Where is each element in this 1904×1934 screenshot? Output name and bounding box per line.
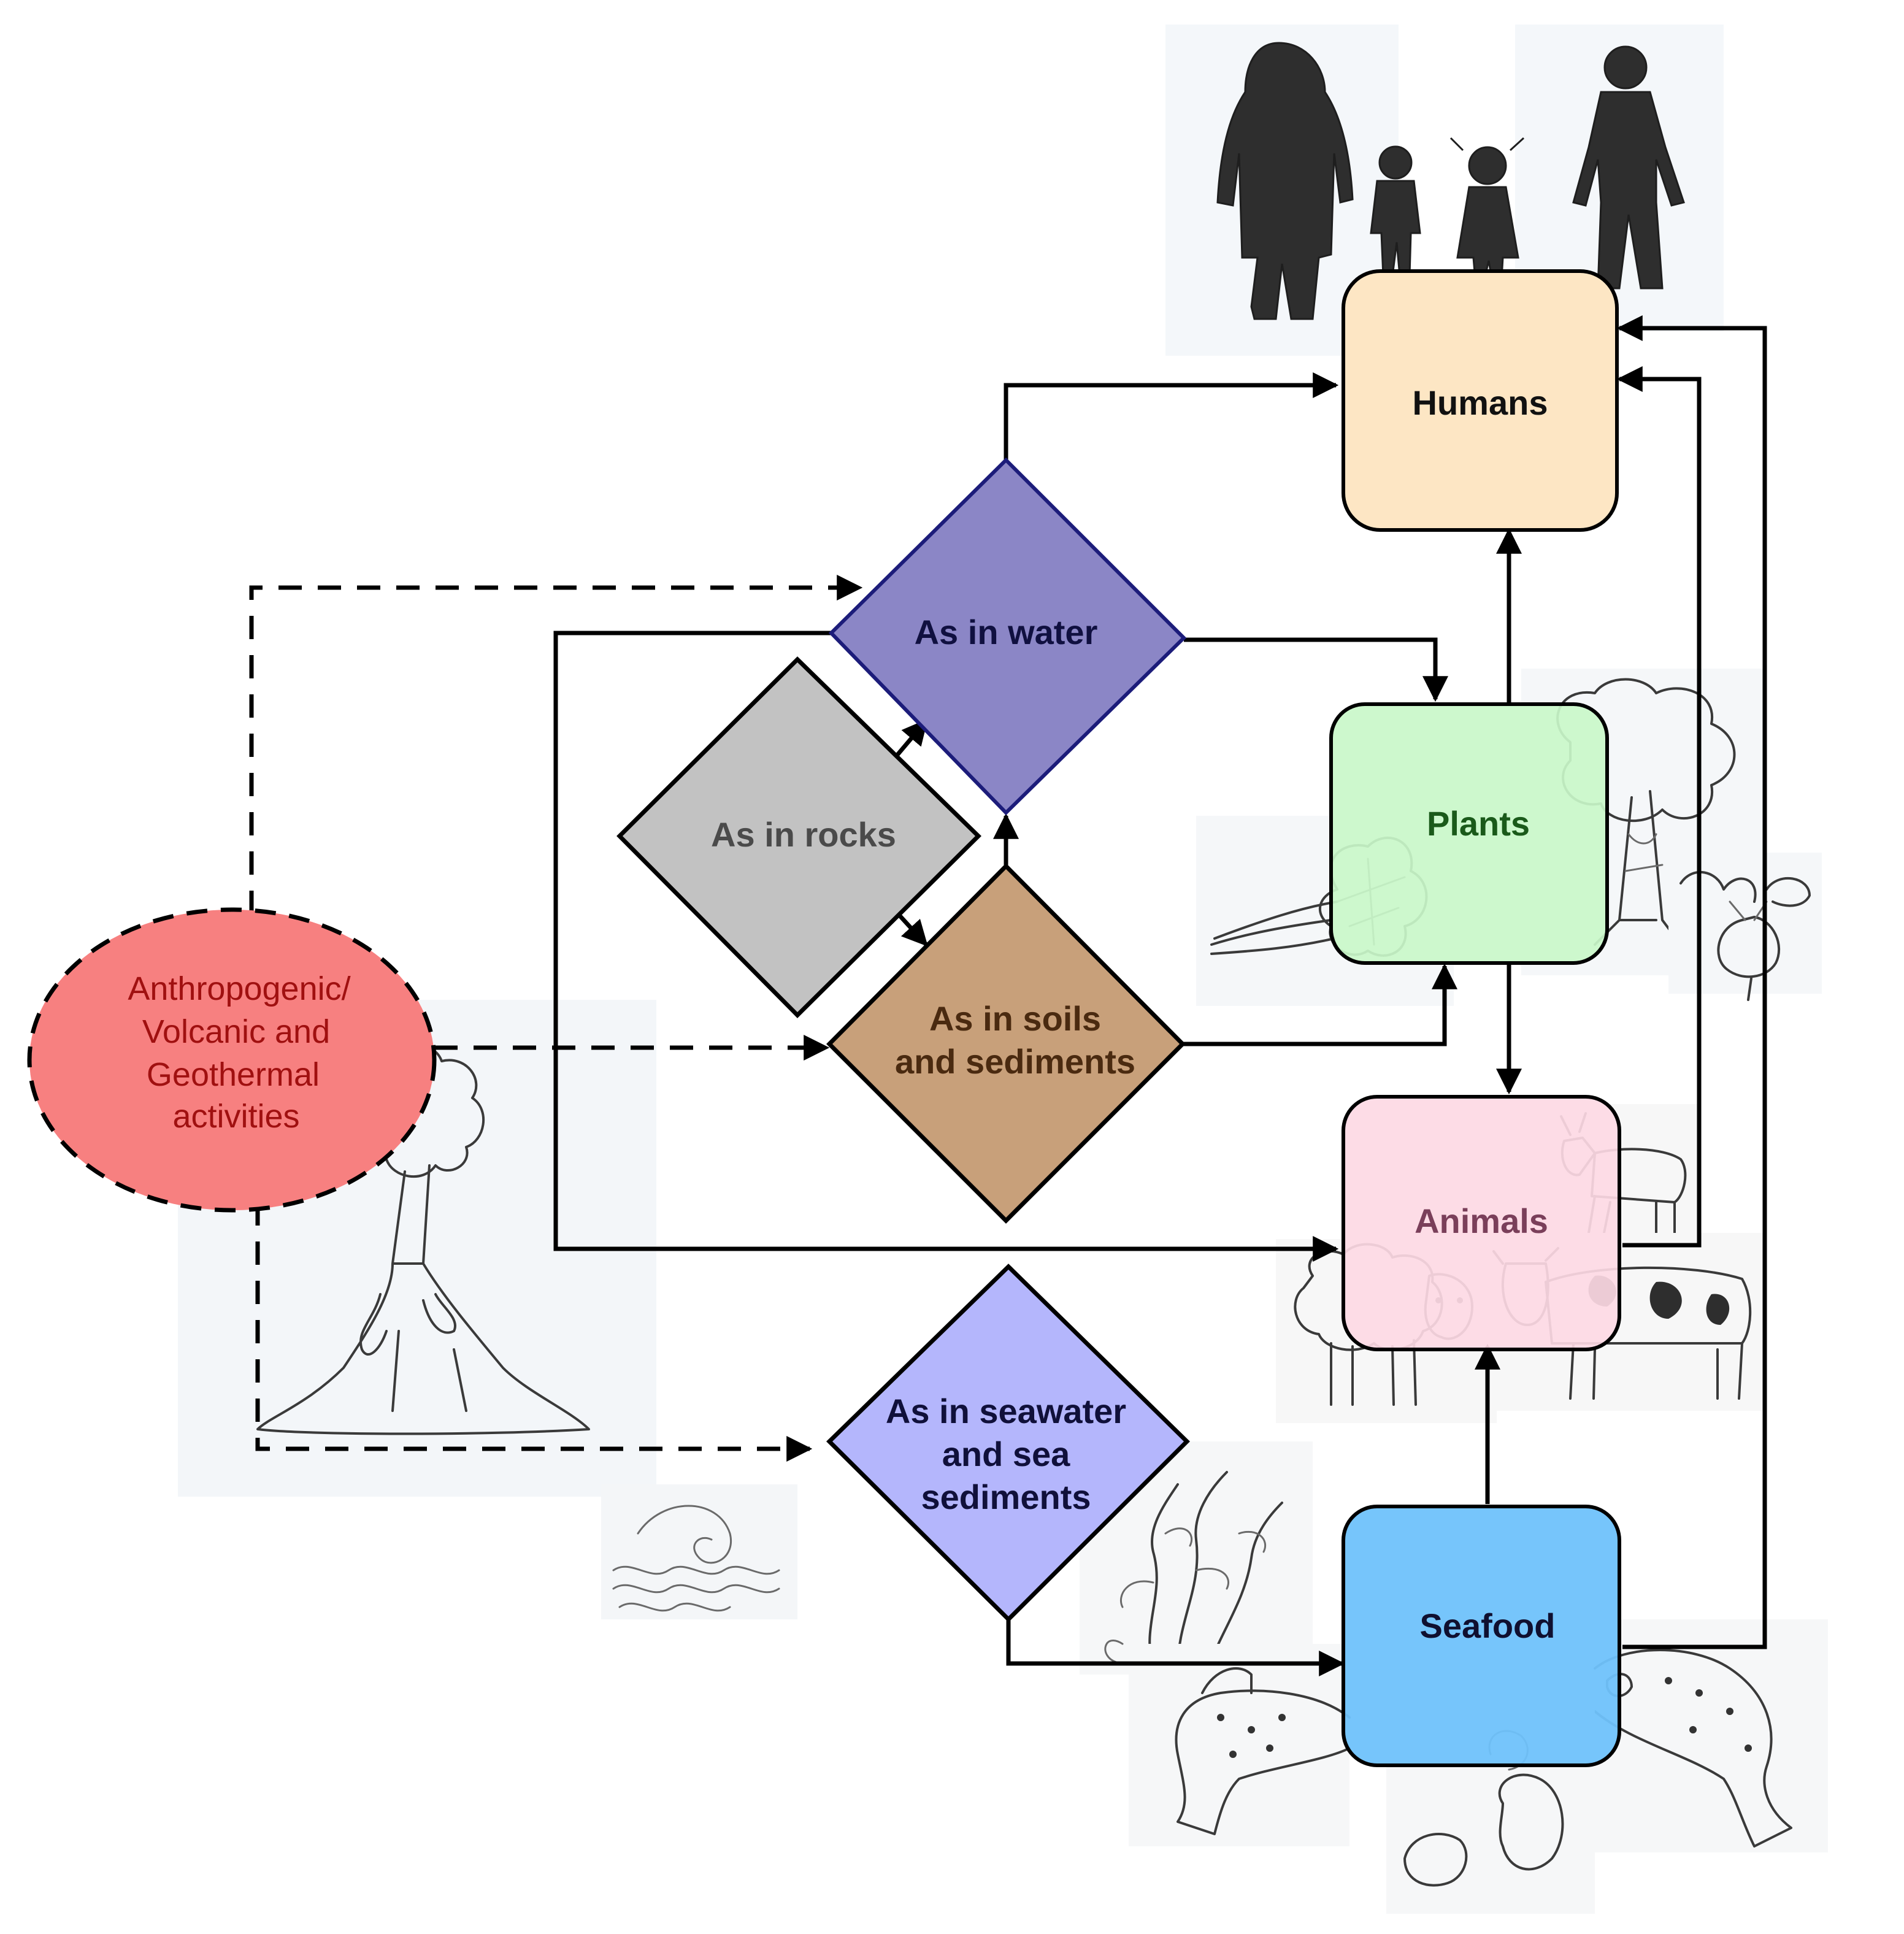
node-humans-box — [1342, 269, 1619, 532]
node-as-in-soils: As in soils and sediments — [826, 863, 1186, 1224]
node-as-in-water: As in water — [828, 457, 1187, 816]
node-humans: Humans — [1342, 269, 1619, 532]
node-as-in-seawater-line-2: and sea — [942, 1435, 1070, 1473]
wave-icon — [601, 1484, 797, 1619]
node-source-line-2: Volcanic and — [142, 1013, 330, 1050]
node-as-in-seawater-shape — [826, 1264, 1190, 1622]
node-source-line-3: Geothermal — [147, 1056, 320, 1093]
edge-source-to-water — [249, 575, 863, 914]
node-source: Anthropogenic/ Volcanic and Geothermal a… — [27, 907, 437, 1213]
node-as-in-water-label: As in water — [915, 613, 1098, 651]
node-animals-box — [1342, 1095, 1621, 1351]
edge-animals-to-humans — [1616, 366, 1702, 1248]
fish-icon — [1129, 1619, 1828, 1852]
node-as-in-soils-line-1: As in soils — [929, 999, 1101, 1038]
node-as-in-soils-line-2: and sediments — [895, 1042, 1135, 1081]
node-seafood-label: Seafood — [1420, 1606, 1556, 1645]
node-source-shape — [27, 907, 437, 1213]
node-plants-box — [1329, 702, 1609, 965]
node-as-in-rocks-shape — [616, 656, 981, 1018]
edge-seawater-to-seafood — [1006, 1619, 1345, 1676]
node-as-in-rocks-label: As in rocks — [711, 815, 896, 854]
node-seafood-box — [1342, 1505, 1621, 1767]
edge-water-to-humans — [1004, 372, 1339, 460]
node-animals-label: Animals — [1415, 1202, 1548, 1240]
node-humans-label: Humans — [1413, 383, 1548, 422]
edge-seafood-to-humans — [1616, 315, 1767, 1649]
node-as-in-seawater-line-1: As in seawater — [886, 1392, 1126, 1430]
node-as-in-soils-shape — [826, 863, 1186, 1224]
node-as-in-seawater-line-3: sediments — [921, 1478, 1091, 1516]
node-source-line-1: Anthropogenic/ — [128, 970, 350, 1007]
edge-soils-to-plants — [1183, 963, 1457, 1046]
edge-water-to-animals — [553, 631, 1339, 1262]
node-plants-label: Plants — [1427, 804, 1530, 843]
node-source-line-4: activities — [172, 1098, 299, 1135]
node-seafood: Seafood — [1342, 1505, 1621, 1767]
node-as-in-seawater: As in seawater and sea sediments — [826, 1264, 1190, 1622]
node-as-in-water-shape — [828, 457, 1187, 816]
edge-source-to-seawater — [255, 1202, 813, 1462]
human-silhouettes-icon — [1165, 25, 1724, 356]
beet-icon — [1668, 853, 1822, 1001]
node-animals: Animals — [1342, 1095, 1621, 1351]
node-plants: Plants — [1329, 702, 1609, 965]
edge-water-to-plants — [1184, 637, 1448, 702]
node-as-in-rocks: As in rocks — [616, 656, 981, 1018]
